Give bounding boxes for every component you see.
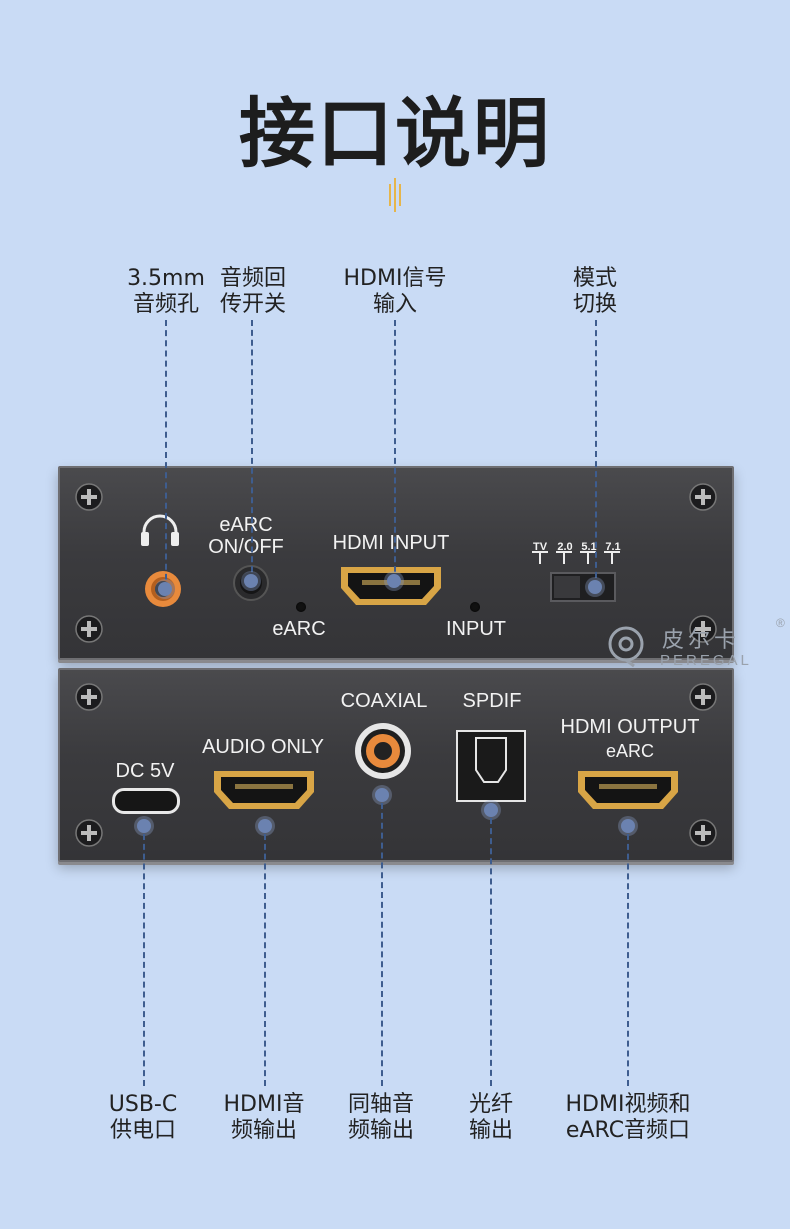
brand-watermark: 皮尔卡 PEREGAL ® — [604, 616, 790, 682]
title-divider-icon — [389, 178, 401, 212]
marker-jack — [158, 582, 172, 596]
callout-mode-switch: 模式切换 — [572, 266, 617, 317]
screw-icon — [689, 483, 717, 511]
screw-icon — [75, 683, 103, 711]
leader-line-hdmi-out — [627, 834, 629, 1086]
page-title: 接口说明 — [239, 89, 551, 178]
optical-port[interactable] — [456, 730, 526, 802]
leader-line-optical — [490, 818, 492, 1086]
screw-icon — [689, 615, 717, 643]
leader-line-earc-switch — [251, 320, 253, 582]
leader-line-usbc — [143, 834, 145, 1086]
usbc-port[interactable] — [112, 788, 180, 814]
leader-line-mode — [595, 320, 597, 588]
mode-label-7-1: 7.1 — [605, 541, 621, 553]
coaxial-port[interactable] — [354, 722, 412, 780]
mode-switch-knob[interactable] — [554, 576, 580, 598]
marker-hdmi-input — [387, 574, 401, 588]
marker-coaxial — [375, 788, 389, 802]
marker-usbc — [137, 819, 151, 833]
brand-en: PEREGAL — [660, 652, 752, 669]
leader-line-coaxial — [381, 803, 383, 1086]
audio-only-label: AUDIO ONLY — [202, 736, 324, 758]
brand-registered: ® — [776, 616, 785, 630]
screw-icon — [689, 683, 717, 711]
mode-label-5-1: 5.1 — [581, 541, 597, 553]
marker-mode — [588, 580, 602, 594]
leader-line-jack — [165, 320, 167, 590]
dc-label: DC 5V — [115, 760, 175, 782]
marker-hdmi-out — [621, 819, 635, 833]
callout-optical: 光纤输出 — [468, 1092, 513, 1143]
screw-icon — [689, 819, 717, 847]
hdmi-input-label: HDMI INPUT — [332, 532, 450, 554]
hdmi-output-label: HDMI OUTPUT — [560, 716, 700, 738]
spdif-label: SPDIF — [462, 690, 522, 712]
brand-logo-icon — [608, 626, 644, 668]
earc-led-label: eARC — [272, 618, 326, 640]
marker-earc-switch — [244, 574, 258, 588]
hdmi-output-earc-label: eARC — [605, 741, 654, 761]
mode-label-tv: TV — [532, 541, 548, 553]
device-rear-panel: DC 5V AUDIO ONLY COAXIAL SPDIF HDMI OUTP… — [58, 668, 734, 862]
callout-hdmi-audio: HDMI音频输出 — [223, 1092, 305, 1143]
screw-icon — [75, 483, 103, 511]
callout-earc-switch: 音频回传开关 — [219, 266, 286, 317]
earc-led — [296, 602, 306, 612]
leader-line-hdmi-input — [394, 320, 396, 582]
input-led-label: INPUT — [446, 618, 506, 640]
screw-icon — [75, 819, 103, 847]
mode-switch-track[interactable] — [550, 572, 616, 602]
headphone-icon — [141, 514, 179, 546]
mode-tick-marks-icon — [532, 551, 620, 564]
callout-coaxial: 同轴音频输出 — [347, 1092, 414, 1143]
coaxial-label: COAXIAL — [340, 690, 428, 712]
input-led — [470, 602, 480, 612]
marker-hdmi-audio — [258, 819, 272, 833]
brand-cn: 皮尔卡 — [662, 627, 741, 652]
mode-label-2-0: 2.0 — [557, 541, 573, 553]
marker-optical — [484, 803, 498, 817]
callout-hdmi-input: HDMI信号输入 — [343, 266, 447, 317]
leader-line-hdmi-audio — [264, 834, 266, 1086]
hdmi-audio-only-port[interactable] — [208, 768, 320, 812]
hdmi-output-port[interactable] — [572, 768, 684, 812]
screw-icon — [75, 615, 103, 643]
